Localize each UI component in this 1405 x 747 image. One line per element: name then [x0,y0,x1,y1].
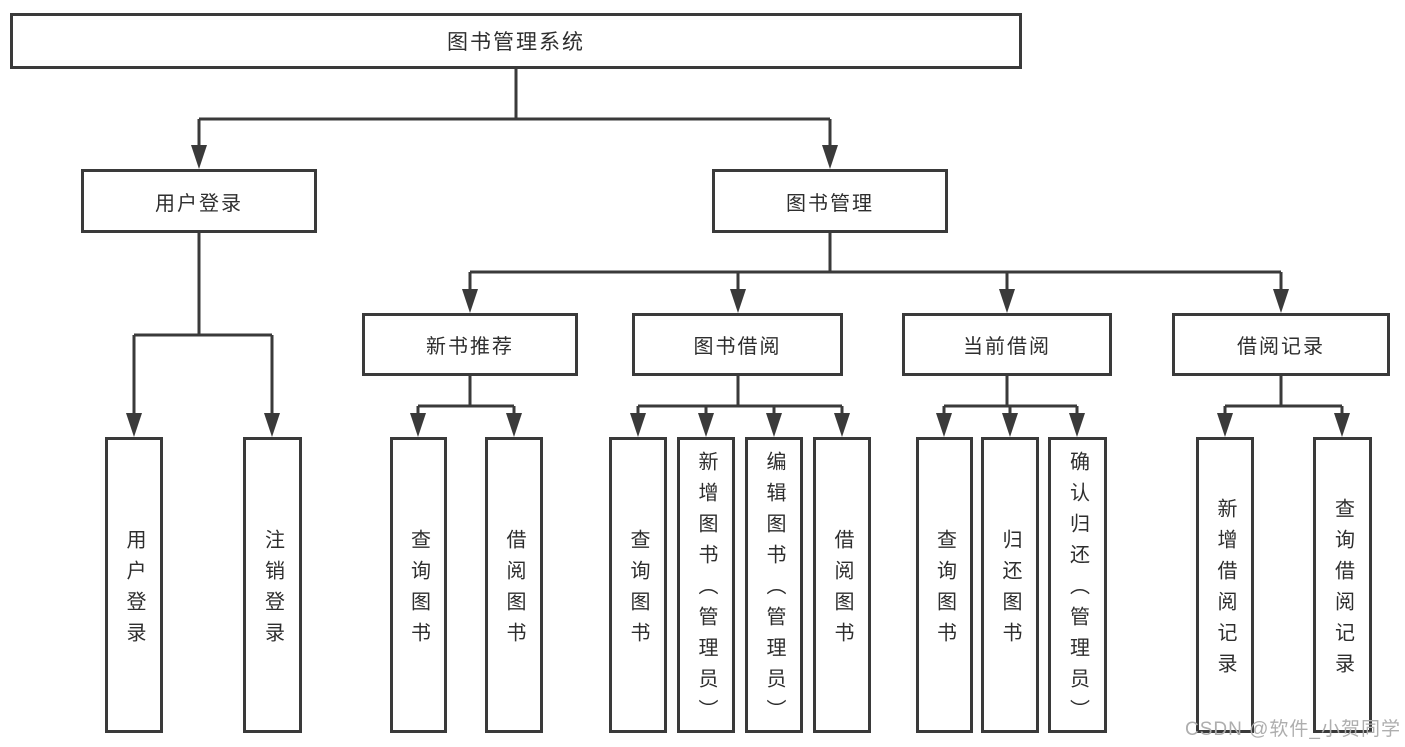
node-leaf-query-books-recommend: 查询图书 [390,437,447,733]
node-leaf-query-books-current-label: 查询图书 [933,528,956,653]
node-library-system: 图书管理系统 [10,13,1022,69]
node-leaf-edit-book-admin-label: 编辑图书（管理员） [763,451,785,730]
node-leaf-confirm-return-admin-label: 确认归还（管理员） [1066,451,1089,730]
node-new-book-recommend-label: 新书推荐 [426,336,514,358]
node-library-system-label: 图书管理系统 [447,31,585,54]
node-leaf-logout: 注销登录 [243,437,302,733]
node-leaf-query-books-borrow: 查询图书 [609,437,667,733]
node-leaf-query-borrow-record-label: 查询借阅记录 [1331,497,1354,684]
node-book-management: 图书管理 [712,169,948,233]
node-leaf-query-books-recommend-label: 查询图书 [407,528,430,653]
node-leaf-user-login: 用户登录 [105,437,163,733]
node-leaf-user-login-label: 用户登录 [123,528,145,653]
node-leaf-return-book-label: 归还图书 [999,528,1021,653]
node-leaf-add-borrow-record-label: 新增借阅记录 [1214,497,1236,684]
node-leaf-borrow-books-recommend-label: 借阅图书 [503,528,525,653]
node-current-borrowing-label: 当前借阅 [963,336,1051,358]
node-user-login: 用户登录 [81,169,317,233]
node-leaf-add-borrow-record: 新增借阅记录 [1196,437,1254,733]
node-leaf-return-book: 归还图书 [981,437,1039,733]
node-book-management-label: 图书管理 [786,192,874,215]
node-leaf-edit-book-admin: 编辑图书（管理员） [745,437,803,733]
node-leaf-borrow-books: 借阅图书 [813,437,871,733]
node-leaf-borrow-books-label: 借阅图书 [831,528,853,653]
node-new-book-recommend: 新书推荐 [362,313,578,376]
node-borrowing-records-label: 借阅记录 [1237,336,1325,358]
node-leaf-borrow-books-recommend: 借阅图书 [485,437,543,733]
node-leaf-query-borrow-record: 查询借阅记录 [1313,437,1372,733]
node-book-borrowing: 图书借阅 [632,313,843,376]
node-borrowing-records: 借阅记录 [1172,313,1390,376]
node-current-borrowing: 当前借阅 [902,313,1112,376]
node-book-borrowing-label: 图书借阅 [693,336,782,358]
node-leaf-query-books-current: 查询图书 [916,437,973,733]
tree-connector-stems [132,69,1344,418]
node-leaf-query-books-borrow-label: 查询图书 [627,528,649,653]
node-leaf-add-book-admin-label: 新增图书（管理员） [695,451,717,730]
arrowheads [126,145,1350,437]
node-leaf-add-book-admin: 新增图书（管理员） [677,437,735,733]
node-leaf-confirm-return-admin: 确认归还（管理员） [1048,437,1107,733]
node-user-login-label: 用户登录 [155,192,243,215]
node-leaf-logout-label: 注销登录 [261,528,284,653]
